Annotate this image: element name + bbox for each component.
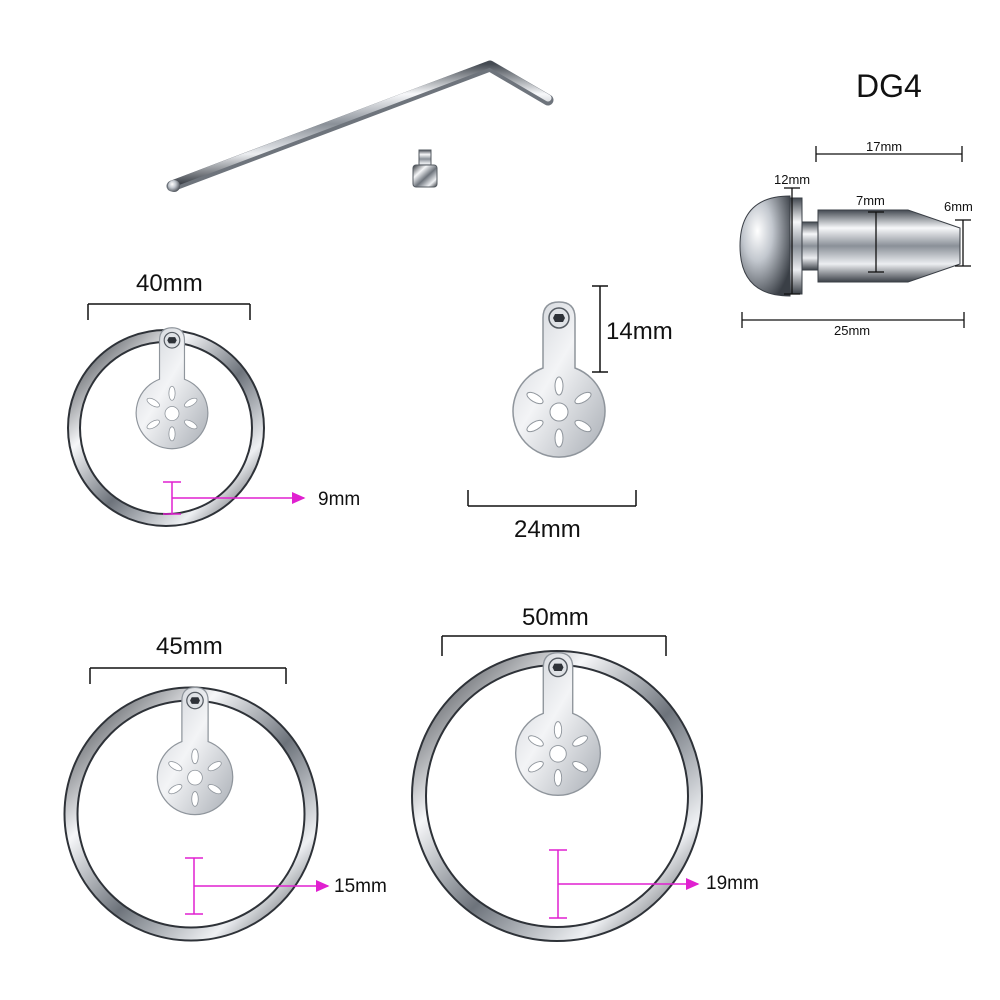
ring-50mm-dimensions: [441, 635, 700, 919]
dg4-length-top-label: 17mm: [866, 139, 903, 154]
ring-45mm: [63, 686, 319, 942]
dg4-head-label: 12mm: [774, 172, 811, 187]
ring-45mm-diameter-label: 45mm: [156, 633, 223, 660]
plate-dimensions: [467, 285, 637, 507]
ring-50mm: [411, 650, 703, 942]
ring-40mm-diameter-label: 40mm: [136, 270, 203, 297]
dg4-total-label: 25mm: [834, 323, 871, 338]
ring-40mm-dimensions: [87, 303, 306, 515]
plate-width-label: 24mm: [514, 516, 581, 543]
plate-standalone: [512, 301, 606, 458]
ring-50mm-gap-label: 19mm: [706, 873, 759, 894]
ring-50mm-diameter-label: 50mm: [522, 604, 589, 631]
hex-key-wrench-icon: [166, 60, 554, 192]
dg4-plug: [739, 195, 961, 297]
plate-height-label: 14mm: [606, 318, 673, 345]
dg4-shaft-label: 7mm: [856, 193, 885, 208]
ring-40mm: [67, 327, 265, 527]
dg4-tip-label: 6mm: [944, 199, 973, 214]
ring-45mm-dimensions: [89, 667, 330, 915]
ring-45mm-gap-label: 15mm: [334, 876, 387, 897]
ring-40mm-gap-label: 9mm: [318, 489, 361, 510]
hex-screw-icon: [412, 149, 438, 188]
dg4-title: DG4: [856, 68, 922, 104]
dg4-dimension-lines: [741, 146, 971, 328]
